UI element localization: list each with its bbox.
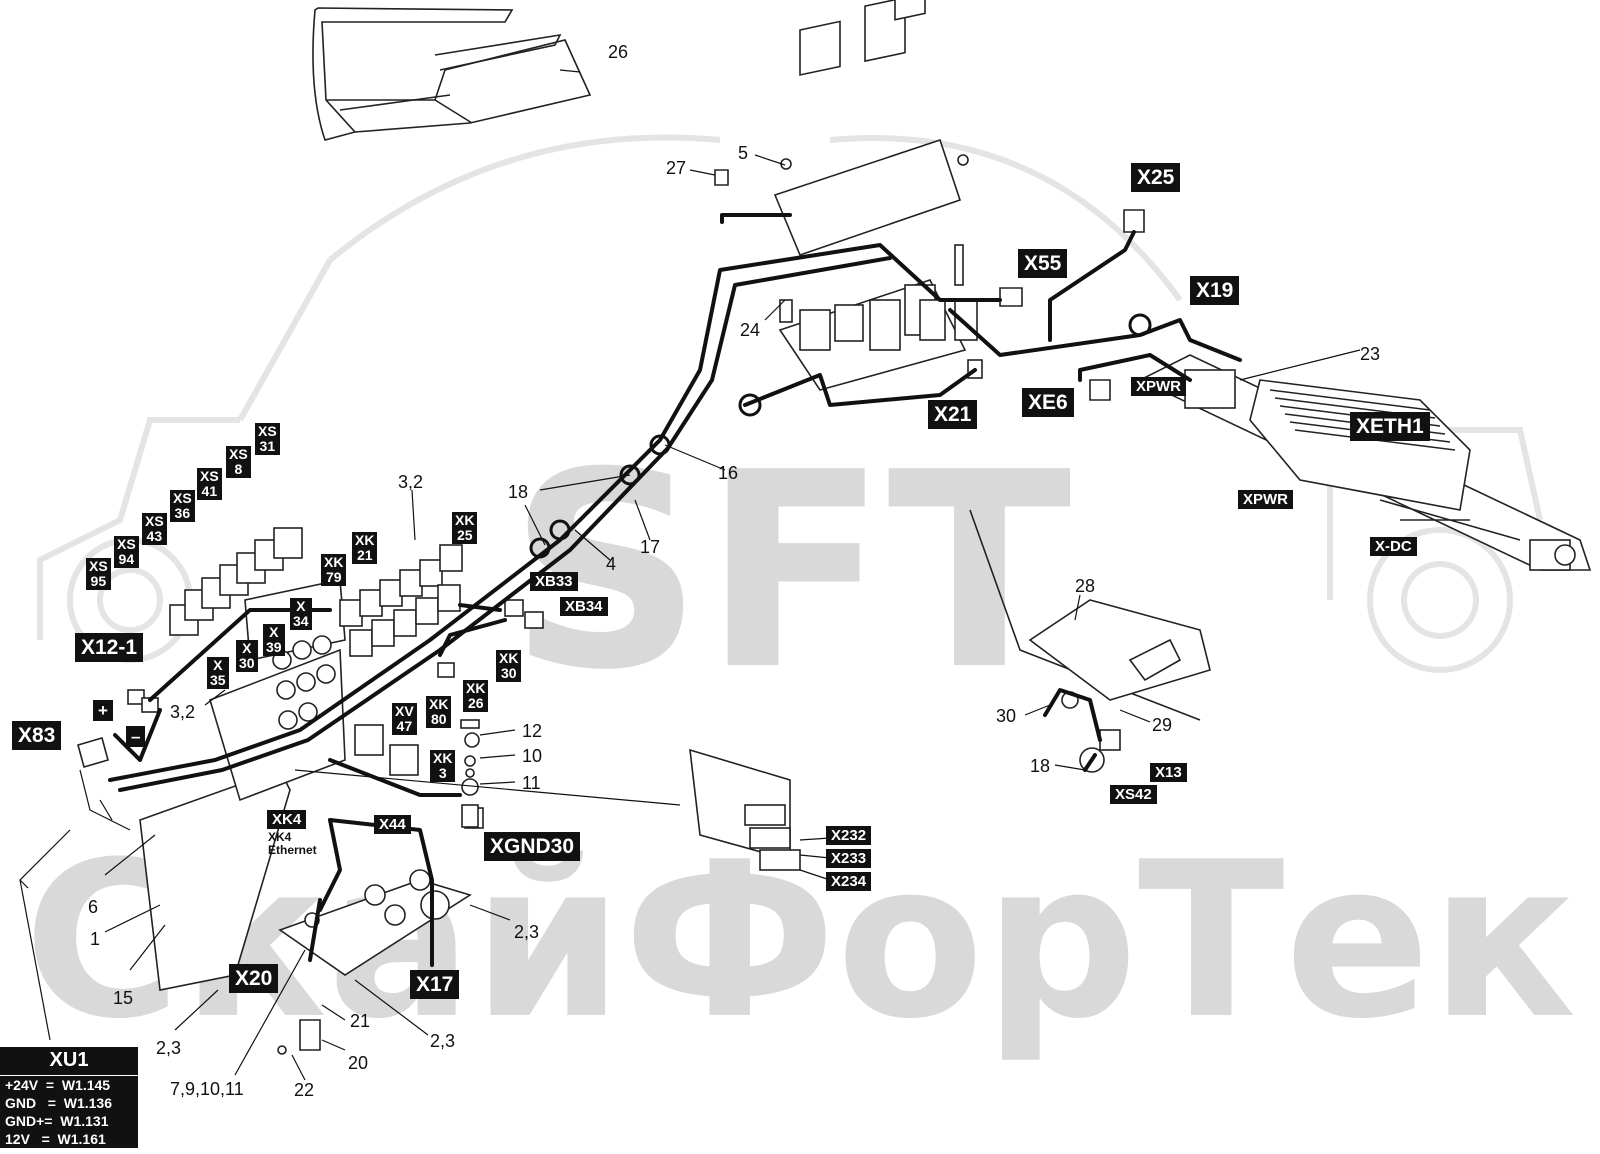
connector-xk26: XK 26 [463, 680, 489, 712]
connector-xs95: XS 95 [86, 558, 111, 590]
connector-x39: X 39 [263, 624, 285, 656]
xu1-pin-table: XU1 +24V = W1.145 GND = W1.136 GND+= W1.… [0, 1047, 138, 1148]
callout-16: 10 [522, 746, 542, 766]
connector-minus: – [126, 726, 146, 747]
connector-xk4: XK4 [267, 810, 307, 829]
callout-11: 28 [1075, 576, 1095, 596]
cover-panel [312, 7, 592, 141]
connector-x55: X55 [1018, 249, 1068, 278]
connector-x83: X83 [12, 721, 62, 750]
callout-18: 6 [88, 897, 98, 917]
leader-lines [19, 69, 1361, 1081]
callout-5: 16 [718, 463, 738, 483]
callout-25: 22 [294, 1080, 314, 1100]
callout-19: 1 [90, 929, 100, 949]
callout-24: 20 [348, 1053, 368, 1073]
callout-9: 3,2 [398, 472, 423, 492]
callout-21: 2,3 [156, 1038, 181, 1058]
xu1-row: GND+= W1.131 [5, 1113, 109, 1129]
connector-xk80: XK 80 [426, 696, 452, 728]
connector-xs43: XS 43 [142, 513, 167, 545]
connector-xk79: XK 79 [321, 554, 347, 586]
callout-13: 29 [1152, 715, 1172, 735]
xu1-row: 12V = W1.161 [5, 1131, 106, 1147]
xk4-ethernet-note: XK4 Ethernet [268, 830, 317, 857]
bracket-assembly [969, 509, 1211, 773]
connector-x25: X25 [1131, 163, 1181, 192]
connector-x232: X232 [826, 826, 872, 845]
watermark: SFT СкайФорТек [24, 134, 1576, 1066]
callout-27: 2,3 [430, 1031, 455, 1051]
callout-10: 3,2 [170, 702, 195, 722]
connector-x20: X20 [229, 964, 279, 993]
connector-xs8: XS 8 [226, 446, 251, 478]
connector-x30: X 30 [236, 640, 258, 672]
connector-x21: X21 [928, 400, 978, 429]
connector-xs94: XS 94 [114, 536, 139, 568]
connector-x19: X19 [1190, 276, 1240, 305]
callout-numbers: 26 27 5 24 23 16 17 18 4 3,2 3,2 28 30 2… [88, 42, 1380, 1100]
pc-unit [1138, 354, 1592, 571]
callout-22: 2,3 [514, 922, 539, 942]
callout-1: 27 [666, 158, 686, 178]
connector-xk25: XK 25 [452, 512, 478, 544]
connector-x44: X44 [374, 815, 411, 834]
connector-xs41: XS 41 [197, 468, 222, 500]
connector-xpwr-top: XPWR [1131, 377, 1186, 396]
xu1-row: GND = W1.136 [5, 1095, 112, 1111]
callout-26: 7,9,10,11 [170, 1079, 244, 1099]
callout-2: 5 [738, 143, 748, 163]
connector-xv47: XV 47 [392, 703, 417, 735]
connector-xk30: XK 30 [496, 650, 522, 682]
connector-x234: X234 [826, 872, 872, 891]
connector-x35: X 35 [207, 657, 229, 689]
connector-x12-1: X12-1 [75, 633, 144, 662]
connector-xgnd30: XGND30 [484, 832, 581, 861]
xu1-title: XU1 [0, 1047, 138, 1076]
relay-module [714, 0, 983, 391]
callout-15: 12 [522, 721, 542, 741]
callout-17: 11 [522, 773, 541, 793]
relay-bank [77, 209, 1145, 828]
connector-xb34: XB34 [560, 597, 608, 616]
connector-xs42: XS42 [1110, 785, 1157, 804]
connector-plus: + [93, 700, 113, 721]
connector-xb33: XB33 [530, 572, 578, 591]
callout-14: 18 [1030, 756, 1050, 776]
connector-x17: X17 [410, 970, 460, 999]
callout-0: 26 [608, 42, 628, 62]
connector-x233: X233 [826, 849, 872, 868]
callout-12: 30 [996, 706, 1016, 726]
connector-xpwr-bottom: XPWR [1238, 490, 1293, 509]
callout-7: 18 [508, 482, 528, 502]
watermark-logo-text: SFT [508, 414, 1073, 729]
callout-6: 17 [640, 537, 660, 557]
connector-xk21: XK 21 [352, 532, 378, 564]
connector-x34: X 34 [290, 598, 312, 630]
callout-4: 23 [1360, 344, 1380, 364]
connector-xe6: XE6 [1022, 388, 1074, 417]
callout-20: 15 [113, 988, 133, 1008]
callout-23: 21 [350, 1011, 370, 1031]
connector-xk3: XK 3 [430, 750, 456, 782]
callout-8: 4 [606, 554, 616, 574]
connector-x13: X13 [1150, 763, 1187, 782]
connector-xeth1: XETH1 [1350, 412, 1430, 441]
connector-xs36: XS 36 [170, 490, 195, 522]
connector-x-dc: X-DC [1370, 537, 1417, 556]
callout-3: 24 [740, 320, 760, 340]
connector-xs31: XS 31 [255, 423, 280, 455]
xu1-row: +24V = W1.145 [5, 1077, 111, 1093]
